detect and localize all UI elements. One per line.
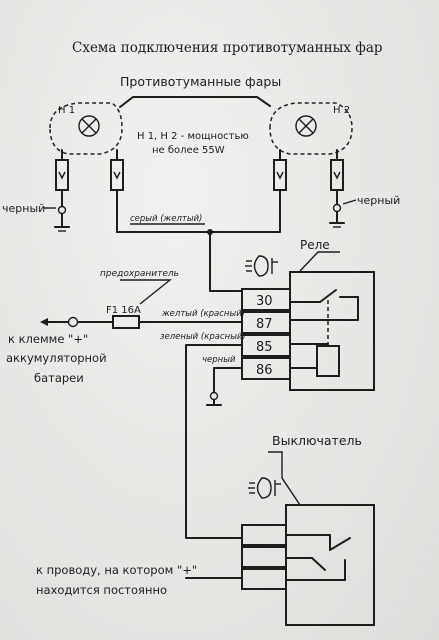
- fuse-body: [112, 315, 140, 329]
- relay-pin-87: 87: [241, 311, 291, 334]
- relay-pin-86: 86: [241, 357, 291, 380]
- relay-coil: [289, 343, 340, 377]
- relay-label-leader: [299, 251, 340, 272]
- battery-terminal: [67, 316, 79, 328]
- switch-body: [285, 504, 375, 626]
- relay-pin-87-label: 87: [256, 317, 273, 332]
- ground-symbol: [206, 391, 222, 406]
- wire-85-label: зеленый (красный): [160, 332, 246, 342]
- diagram-title: Схема подключения противотуманных фар: [72, 40, 383, 56]
- relay-pin-30: 30: [241, 288, 291, 311]
- left-lamp-feed-connector: [110, 149, 124, 233]
- switch-contact: [285, 534, 351, 581]
- left-lamp-ground-connector: [54, 149, 70, 232]
- fuse-label: F1 16A: [106, 305, 141, 316]
- power-note-line1: H 1, H 2 - мощностью: [137, 131, 249, 142]
- fuse-caption-leader: [120, 279, 172, 305]
- battery-arrow-icon: [40, 318, 48, 326]
- lamp-left-label: H 1: [58, 105, 75, 116]
- wire-86-label: черный: [202, 355, 236, 365]
- headlights-label: Противотуманные фары: [120, 74, 281, 89]
- relay-pin-86-label: 86: [256, 363, 273, 378]
- wire-black-right-pointer: [342, 199, 357, 205]
- bottom-line1: к проводу, на котором "+": [36, 563, 197, 577]
- left-lamp-housing: [49, 102, 123, 155]
- fog-light-icon-relay: [245, 255, 278, 277]
- lamp-right-label: H 2: [333, 105, 350, 116]
- bottom-line2: находится постоянно: [36, 583, 167, 597]
- right-lamp-icon: [295, 115, 317, 137]
- right-lamp-ground-connector: [329, 149, 345, 228]
- relay-body: [289, 271, 375, 391]
- switch-pins: [241, 524, 287, 590]
- power-note-line2: не более 55W: [152, 145, 225, 156]
- wire-black-left: черный: [2, 202, 45, 215]
- fog-light-icon-switch: [248, 477, 281, 499]
- wire-86-to-ground: [213, 367, 243, 393]
- switch-label: Выключатель: [272, 433, 362, 448]
- lamp-bus-wire: [119, 96, 271, 108]
- battery-line3: батареи: [34, 371, 84, 385]
- switch-label-leader: [268, 451, 301, 506]
- relay-pin-85: 85: [241, 334, 291, 357]
- wire-to-pin-30: [209, 231, 243, 292]
- wire-85-to-switch: [185, 344, 243, 539]
- battery-line2: аккумуляторной: [6, 351, 107, 365]
- left-lamp-icon: [78, 115, 100, 137]
- relay-pin-30-label: 30: [256, 294, 273, 309]
- wire-87-label: желтый (красный): [161, 309, 245, 319]
- right-lamp-feed-connector: [273, 149, 287, 233]
- battery-line1: к клемме "+": [8, 332, 88, 346]
- relay-label: Реле: [300, 238, 330, 252]
- wire-black-right: черный: [357, 194, 400, 207]
- relay-contact-switch: [289, 289, 359, 346]
- fuse-caption: предохранитель: [100, 269, 179, 279]
- wire-top-label: серый (желтый): [130, 214, 202, 224]
- right-lamp-housing: [269, 102, 353, 155]
- relay-pin-85-label: 85: [256, 340, 273, 355]
